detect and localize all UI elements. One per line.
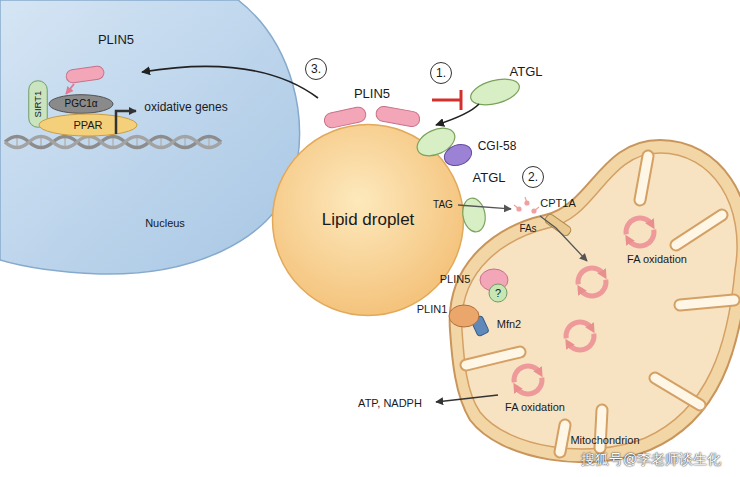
node-label: PGC1α (48, 97, 114, 111)
inhibition-bar (460, 90, 463, 110)
arrow-connector (436, 104, 479, 125)
node-label: CPT1A (535, 196, 581, 210)
mitochondrion: Mitochondrion CPT1A Mfn2 (440, 135, 740, 470)
node-label: PLIN5 (342, 86, 402, 102)
node-label: CGI-58 (472, 139, 522, 154)
product-label: ATP, NADPH (350, 396, 430, 410)
node-label: Lipid droplet (308, 209, 428, 230)
dna-helix (0, 0, 305, 278)
fatty-acids (514, 197, 539, 214)
enzyme: ATGL (460, 170, 512, 234)
node-label: ATGL (466, 170, 512, 186)
dna-strand (5, 137, 221, 148)
callout-number: 1. (430, 62, 452, 84)
process-label: FA oxidation (612, 252, 702, 266)
node-label: PLIN1 (414, 302, 450, 316)
node-label: PPAR (38, 117, 138, 133)
inhibition-connector (432, 90, 461, 110)
gene-label: oxidative genes (136, 100, 236, 115)
node-label: PLIN5 (90, 32, 142, 48)
node-label: Mitochondrion (550, 433, 660, 447)
nucleus: NucleusPLIN5SIRT1PGC1αPPAR (0, 0, 305, 278)
protein: PLIN5 (62, 32, 142, 84)
dna-strand (5, 137, 221, 148)
cristae (466, 156, 734, 452)
node-label: ATGL (499, 64, 553, 80)
protein: PLIN5 (318, 86, 430, 130)
receptor: PPAR (38, 113, 138, 137)
enzyme-complex: CGI-58 (414, 125, 524, 169)
connector-line (432, 99, 461, 102)
protein: PGC1α (48, 94, 114, 114)
molecule-label: FAs (514, 222, 542, 235)
callout-number: 2. (522, 166, 544, 188)
mitochondrion-interior (440, 135, 740, 470)
node-label: Nucleus (130, 216, 200, 230)
connector-line (436, 104, 479, 125)
callout-number: 3. (305, 58, 327, 80)
molecule-label: TAG (428, 198, 458, 211)
enzyme: ATGL (465, 64, 555, 104)
process-label: FA oxidation (490, 400, 580, 414)
node-label: PLIN5 (432, 272, 478, 286)
node-label: Mfn2 (490, 317, 528, 331)
node-label: ? (488, 286, 508, 300)
unknown-protein: ? (488, 283, 508, 303)
protein: PLIN1 (414, 298, 494, 328)
oxidation-cycle (514, 218, 654, 394)
watermark: 搜狐号@李老师谈生化 (566, 450, 736, 468)
